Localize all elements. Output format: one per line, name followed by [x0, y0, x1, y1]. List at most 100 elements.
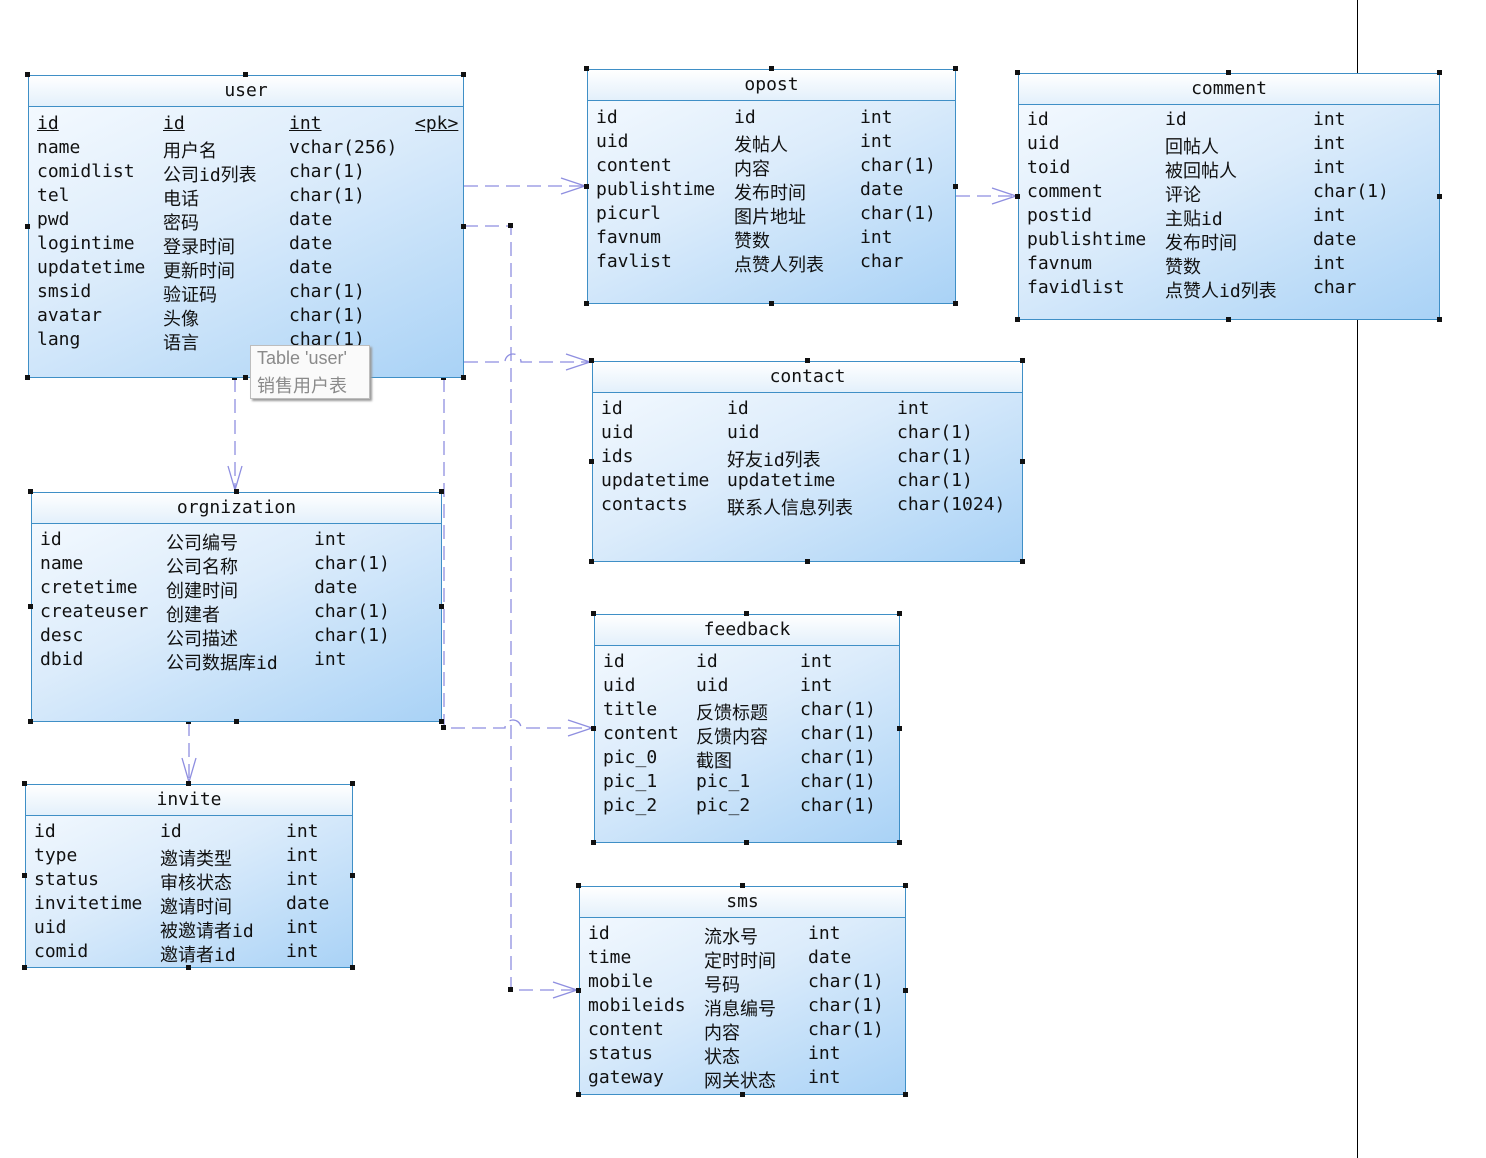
selection-handle[interactable]	[25, 223, 30, 229]
selection-handle[interactable]	[243, 72, 248, 77]
selection-handle[interactable]	[591, 840, 596, 845]
selection-handle[interactable]	[744, 611, 749, 616]
selection-handle[interactable]	[576, 987, 581, 993]
selection-handle[interactable]	[233, 719, 239, 724]
selection-handle[interactable]	[1020, 358, 1025, 363]
selection-handle[interactable]	[953, 301, 958, 306]
selection-handle[interactable]	[576, 1092, 581, 1097]
selection-handle[interactable]	[28, 489, 33, 494]
selection-handle[interactable]	[243, 375, 248, 380]
selection-handle[interactable]	[576, 883, 581, 888]
selection-handle[interactable]	[439, 719, 444, 724]
selection-handle[interactable]	[768, 66, 774, 71]
selection-handle[interactable]	[1437, 193, 1442, 199]
selection-handle[interactable]	[953, 66, 958, 71]
selection-handle[interactable]	[439, 604, 444, 609]
selection-handle[interactable]	[584, 66, 589, 71]
selection-handle[interactable]	[1226, 70, 1231, 75]
selection-handle[interactable]	[25, 375, 30, 380]
selection-handle[interactable]	[804, 559, 810, 564]
selection-handle[interactable]	[1020, 458, 1025, 464]
selection-handle[interactable]	[589, 559, 594, 564]
selection-handle[interactable]	[953, 183, 958, 189]
selection-handle[interactable]	[591, 725, 596, 731]
selection-handle[interactable]	[1015, 70, 1020, 75]
connector-handle[interactable]	[508, 987, 513, 992]
selection-handle[interactable]	[739, 1092, 745, 1097]
connector-user-feedback[interactable]	[443, 378, 592, 729]
selection-handle[interactable]	[22, 965, 27, 970]
connector-handle[interactable]	[508, 223, 513, 228]
selection-handle[interactable]	[768, 301, 774, 306]
selection-handle[interactable]	[897, 840, 902, 845]
selection-handle[interactable]	[903, 987, 908, 993]
selection-handle[interactable]	[350, 965, 355, 970]
selection-handle[interactable]	[186, 781, 191, 786]
selection-handle[interactable]	[1437, 70, 1442, 75]
selection-handle[interactable]	[461, 375, 466, 380]
connector-user-contact[interactable]	[464, 353, 590, 363]
selection-handle[interactable]	[1020, 559, 1025, 564]
selection-handle[interactable]	[897, 611, 902, 616]
selection-handle[interactable]	[897, 725, 902, 731]
selection-handle[interactable]	[350, 781, 355, 786]
connector-user-sms[interactable]	[464, 225, 577, 991]
selection-handle[interactable]	[28, 604, 33, 609]
selection-handle[interactable]	[589, 458, 594, 464]
selection-handle[interactable]	[461, 223, 466, 229]
selection-handle[interactable]	[744, 840, 749, 845]
selection-handle[interactable]	[591, 611, 596, 616]
selection-handle[interactable]	[186, 965, 191, 970]
selection-handle[interactable]	[461, 72, 466, 77]
selection-handle[interactable]	[1437, 317, 1442, 322]
selection-handle[interactable]	[1226, 317, 1231, 322]
selection-handle[interactable]	[589, 358, 594, 363]
selection-handle[interactable]	[584, 301, 589, 306]
selection-handle[interactable]	[903, 1092, 908, 1097]
selection-handle[interactable]	[439, 489, 444, 494]
selection-handle[interactable]	[25, 72, 30, 77]
connector-handle[interactable]	[441, 725, 446, 730]
